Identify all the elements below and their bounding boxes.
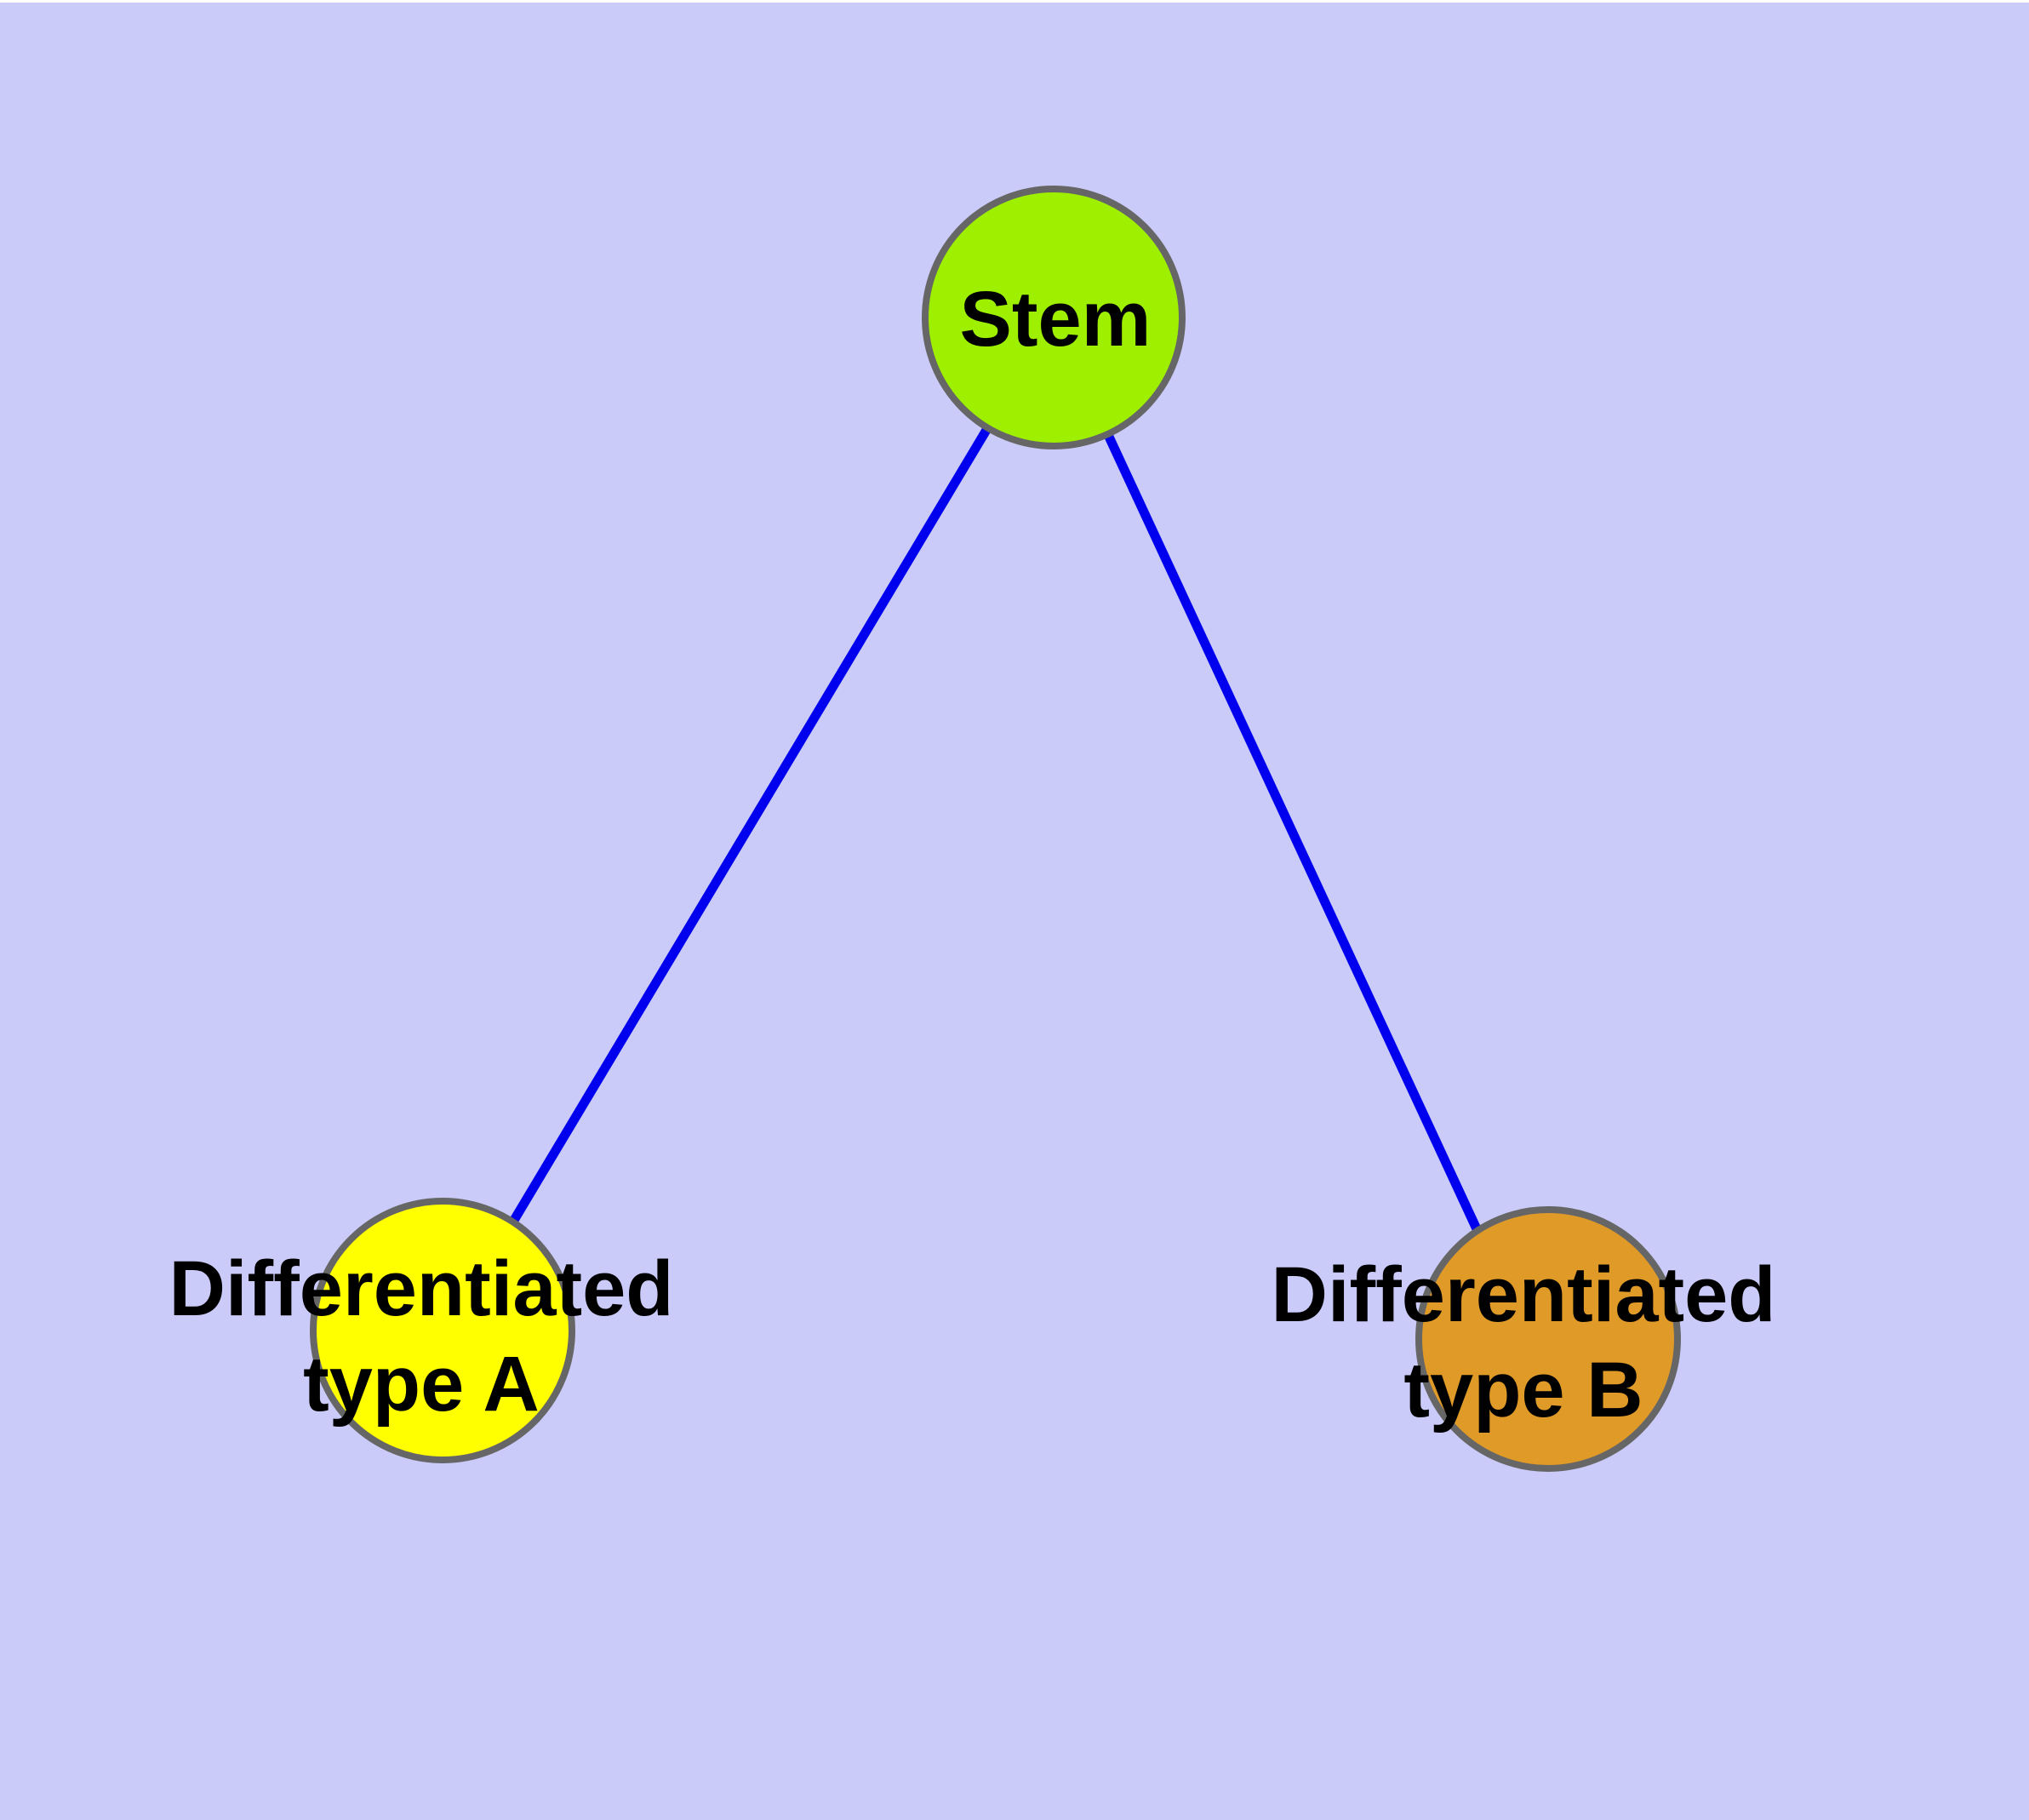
- edge-stem-to-differentiated-type-b[interactable]: [1049, 315, 1483, 1235]
- node-differentiated-type-a-circle[interactable]: [310, 1198, 575, 1463]
- node-differentiated-type-a[interactable]: [310, 1198, 575, 1463]
- edge-stem-to-differentiated-type-a[interactable]: [506, 315, 1058, 1228]
- node-differentiated-type-b-label-line-1: Differentiated: [1272, 1251, 1776, 1338]
- node-label-layer: Differentiated type A Differentiated typ…: [169, 1245, 1776, 1434]
- node-differentiated-type-a-label-line-2: type A: [303, 1341, 540, 1428]
- node-stem[interactable]: Stem: [922, 186, 1186, 449]
- node-stem-label-line-1: Stem: [960, 276, 1152, 363]
- node-differentiated-type-b-circle[interactable]: [1415, 1206, 1681, 1472]
- node-differentiated-type-b[interactable]: [1415, 1206, 1681, 1472]
- node-differentiated-type-b-label-line-2: type B: [1403, 1347, 1643, 1434]
- node-stem-circle[interactable]: [922, 186, 1186, 449]
- node-differentiated-type-a-label-line-1: Differentiated: [169, 1245, 674, 1332]
- node-layer: Stem: [310, 186, 1681, 1472]
- edge-layer: [506, 315, 1483, 1235]
